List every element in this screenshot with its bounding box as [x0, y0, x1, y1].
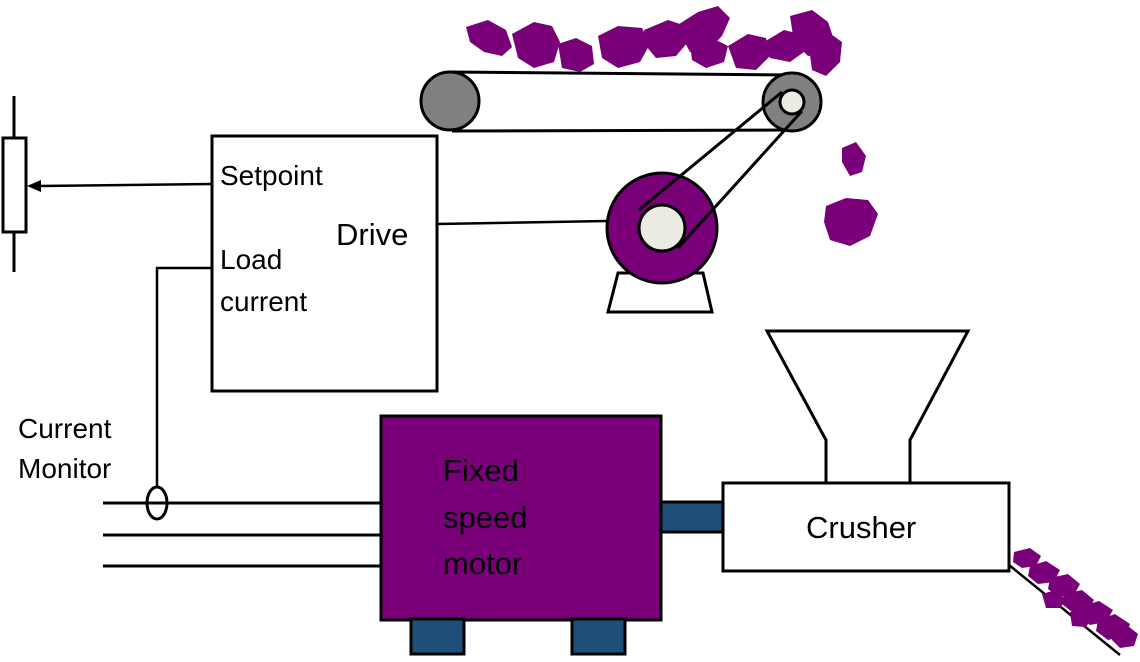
- setpoint-signal-arrow: [27, 180, 213, 192]
- current-monitor-sensor: [145, 485, 169, 521]
- motor-label-line1: Fixed: [443, 453, 519, 488]
- motor-label-line2: speed: [443, 500, 527, 535]
- setpoint-label: Setpoint: [220, 160, 323, 191]
- tail-pulley: [419, 70, 481, 132]
- discharge-chute: [1008, 564, 1121, 656]
- shaft-coupling: [659, 500, 725, 534]
- load-current-label-line1: Load: [220, 244, 282, 275]
- head-pulley-hub: [778, 88, 806, 116]
- drive-motor: [605, 90, 804, 314]
- drive-motor-hub: [637, 203, 687, 253]
- conveyor-belt: [419, 70, 823, 133]
- potentiometer: [1, 96, 28, 272]
- motor-label-line3: motor: [443, 546, 522, 581]
- crusher: [721, 329, 1011, 573]
- crusher-label: Crusher: [806, 510, 916, 545]
- crushed-material: [1013, 548, 1138, 648]
- conveyor-material: [466, 6, 842, 76]
- load-current-label-line2: current: [220, 286, 307, 317]
- fixed-speed-motor: [379, 414, 663, 656]
- current-monitor-label-line1: Current: [18, 413, 112, 444]
- drive-box: [210, 134, 439, 393]
- drive-output-wire: [436, 219, 608, 226]
- supply-lines: [103, 501, 381, 568]
- falling-material: [824, 142, 878, 246]
- current-monitor-label-line2: Monitor: [18, 453, 111, 484]
- load-current-wire: [155, 266, 212, 488]
- drive-label: Drive: [336, 217, 408, 252]
